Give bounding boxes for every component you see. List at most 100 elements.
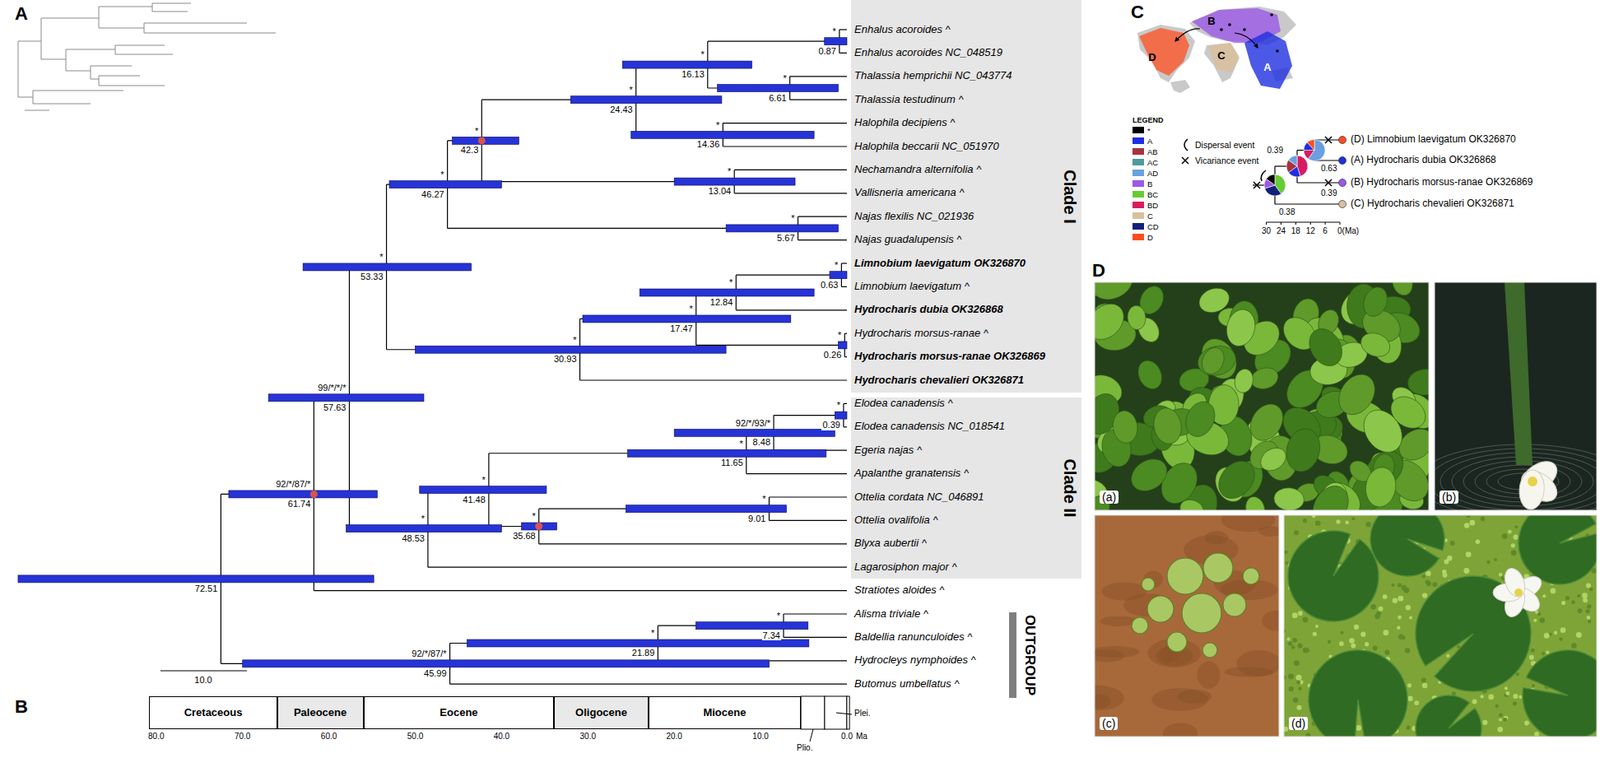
duckweed [1350, 643, 1356, 649]
hpd-bar [639, 288, 814, 297]
probability: 0.39 [1320, 188, 1338, 199]
taxon-name: Enhalus acoroides NC_048519 [854, 46, 1003, 60]
photo-ground [1434, 282, 1597, 511]
petal [1517, 469, 1546, 511]
group-label: Clade II [1060, 458, 1080, 517]
node-age: 42.3 [460, 144, 480, 156]
duckweed [1401, 635, 1406, 640]
sediment [1261, 610, 1280, 632]
hpd-bar [824, 37, 847, 46]
panel-letter: D [1092, 260, 1106, 281]
legend-label: Dispersal event [1195, 139, 1255, 150]
branch [798, 239, 847, 241]
continent [1137, 24, 1196, 83]
continent [1204, 42, 1240, 83]
floating-leaf [1141, 577, 1155, 591]
support-value: * [836, 400, 842, 411]
sediment [1094, 649, 1125, 662]
duckweed [1287, 637, 1291, 642]
axis-tick-label: 50.0 [407, 731, 424, 742]
taxon-name: Ottelia ovalifolia ^ [854, 514, 938, 527]
floating-leaf [1167, 632, 1187, 652]
duckweed [1498, 713, 1503, 718]
chronogram [18, 29, 847, 684]
tip-area [1339, 157, 1347, 165]
duckweed [1502, 533, 1508, 540]
overview-branch [144, 32, 276, 34]
legend-entry: A [1132, 135, 1153, 146]
area-c [1208, 42, 1239, 73]
branch [783, 637, 847, 638]
duckweed [1382, 594, 1388, 600]
sample-dot [1242, 27, 1247, 32]
branch [841, 262, 847, 264]
branch [722, 122, 847, 124]
taxon-name: Najas flexilis NC_021936 [854, 210, 974, 224]
probability: 0.39 [1266, 145, 1284, 156]
legend-entry: D [1132, 232, 1154, 242]
node-age: 35.68 [511, 530, 537, 542]
duckweed [1545, 650, 1549, 654]
area-letter: A [1263, 61, 1271, 75]
hpd-bar [242, 660, 770, 668]
branch [313, 590, 847, 591]
area-pie [1303, 139, 1326, 162]
duckweed [1541, 651, 1545, 656]
duckweed [1302, 617, 1308, 624]
period-label: Cretaceous [184, 706, 243, 720]
legend-swatch [1132, 126, 1145, 134]
legend-swatch [1132, 180, 1145, 187]
duckweed [1512, 693, 1518, 699]
sediment [1197, 660, 1221, 689]
duckweed [1441, 569, 1447, 574]
legend-entry: BC [1132, 189, 1159, 200]
panel-letter: C [1130, 1, 1145, 23]
pie-slice [1306, 139, 1315, 151]
support-value: * [832, 26, 838, 38]
photo-label: (b) [1439, 490, 1459, 504]
legend-label: C [1147, 211, 1154, 221]
duckweed [1283, 550, 1288, 554]
support-value: * [627, 84, 633, 96]
duckweed [1505, 691, 1510, 696]
branch [768, 520, 847, 521]
hpd-bar [717, 84, 839, 93]
branch [734, 192, 847, 194]
photo-b [1434, 282, 1597, 511]
floating-leaf [1131, 617, 1149, 634]
vicariance-mark [1325, 179, 1332, 187]
hpd-bar [631, 130, 814, 139]
hpd-bar [674, 428, 835, 437]
hpd-bar [466, 639, 809, 647]
legend-label: A [1147, 136, 1153, 146]
hpd-bar [627, 449, 827, 457]
legend-entry: C [1132, 210, 1154, 221]
branch [839, 52, 847, 54]
duckweed [1315, 520, 1321, 527]
duckweed [1403, 587, 1410, 594]
hpd-bar [419, 486, 547, 494]
sample-dot [1275, 49, 1280, 53]
duckweed [1446, 654, 1450, 658]
duckweed [1463, 567, 1470, 574]
support-value: 92/*/87/* [274, 479, 312, 490]
photo-d [1283, 515, 1597, 737]
duckweed [1533, 618, 1537, 623]
duckweed [1482, 720, 1488, 726]
dispersal-symbol [1184, 139, 1188, 151]
duckweed [1405, 604, 1411, 610]
leaf [1134, 356, 1167, 393]
overview-branch [90, 65, 132, 67]
duckweed [1348, 637, 1355, 644]
hpd-bar [452, 136, 520, 145]
sample-dot [1269, 13, 1274, 17]
duckweed [1421, 677, 1427, 683]
tip-label: (C) Hydrocharis chevalieri OK326871 [1350, 198, 1515, 210]
axis-tick-label: 30 [1261, 226, 1271, 237]
duckweed [1581, 592, 1588, 599]
duckweed [1587, 619, 1592, 624]
legend-label: BC [1147, 190, 1159, 200]
tip-area [1339, 179, 1347, 187]
overview-branch [98, 27, 145, 29]
